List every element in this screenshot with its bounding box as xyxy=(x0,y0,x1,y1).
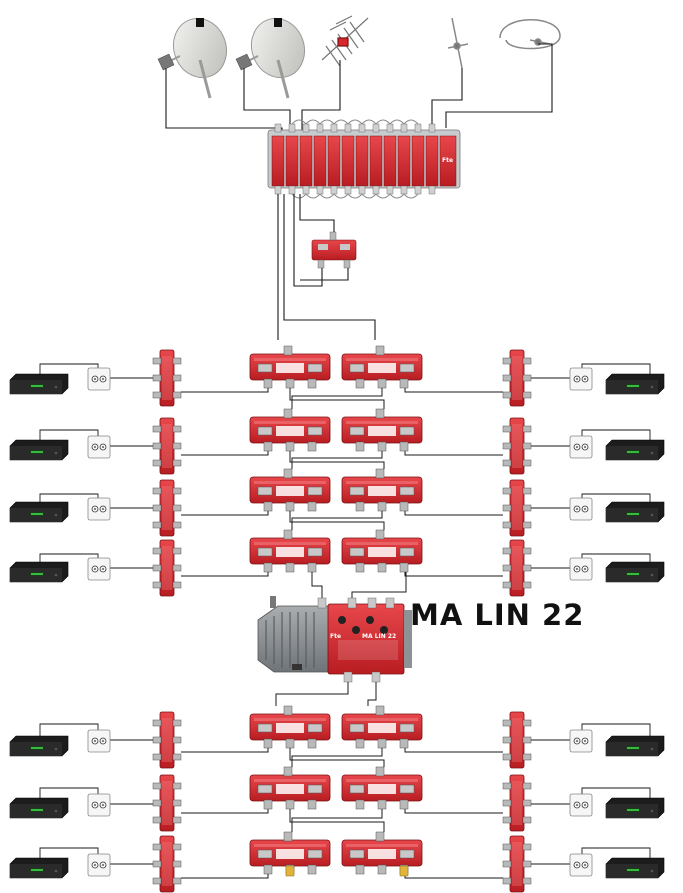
set-top-box-icon xyxy=(605,797,665,819)
set-top-box-icon xyxy=(9,561,69,583)
set-top-box-icon xyxy=(605,857,665,879)
wall-socket-icon xyxy=(87,497,111,521)
wall-socket-icon xyxy=(87,557,111,581)
wall-socket-icon xyxy=(569,793,593,817)
set-top-box-icon xyxy=(605,501,665,523)
set-top-box-icon xyxy=(9,439,69,461)
wall-socket-icon xyxy=(87,435,111,459)
dab-antenna-icon xyxy=(499,19,561,50)
uhf-antenna-icon xyxy=(321,15,369,67)
amplifier-brand-label: Fte xyxy=(330,633,341,640)
set-top-box-icon xyxy=(605,561,665,583)
wall-socket-icon xyxy=(569,729,593,753)
wall-socket-icon xyxy=(87,367,111,391)
wall-socket-icon xyxy=(87,793,111,817)
upper-right-users xyxy=(531,363,651,569)
headend-brand-label: Fte xyxy=(442,157,453,164)
set-top-box-icon xyxy=(9,797,69,819)
wall-socket-icon xyxy=(569,435,593,459)
lower-left-users xyxy=(39,723,153,865)
satellite-dish-icon xyxy=(157,17,227,99)
amplifier-title: MA LIN 22 xyxy=(410,598,585,632)
satellite-dish-icon xyxy=(235,17,305,99)
headend-amplifier: Fte xyxy=(267,119,461,199)
wall-socket-icon xyxy=(569,853,593,877)
set-top-box-icon xyxy=(605,439,665,461)
set-top-box-icon xyxy=(9,501,69,523)
lower-cabling xyxy=(181,748,503,879)
wall-socket-icon xyxy=(87,729,111,753)
wall-socket-icon xyxy=(87,853,111,877)
wall-socket-icon xyxy=(569,367,593,391)
upper-left-users xyxy=(39,363,153,569)
upper-cabling xyxy=(181,388,503,604)
set-top-box-icon xyxy=(9,373,69,395)
amplifier-model-label: MA LIN 22 xyxy=(362,633,396,640)
lower-taps xyxy=(152,711,532,893)
trunk-cables xyxy=(277,194,376,340)
set-top-box-icon xyxy=(9,735,69,757)
lower-right-users xyxy=(531,723,651,865)
upper-splitter-grid xyxy=(249,345,423,573)
terminator-caps xyxy=(285,865,409,877)
headend-splitter xyxy=(311,231,357,269)
antenna-feed-cables xyxy=(165,43,553,136)
set-top-box-icon xyxy=(9,857,69,879)
wall-socket-icon xyxy=(569,557,593,581)
fm-antenna-icon xyxy=(447,17,469,69)
wall-socket-icon xyxy=(569,497,593,521)
amplifier-output-cables xyxy=(275,682,377,706)
set-top-box-icon xyxy=(605,735,665,757)
ma-lin-22-amplifier: Fte MA LIN 22 xyxy=(257,596,412,683)
set-top-box-icon xyxy=(605,373,665,395)
lower-splitter-grid xyxy=(249,705,423,875)
